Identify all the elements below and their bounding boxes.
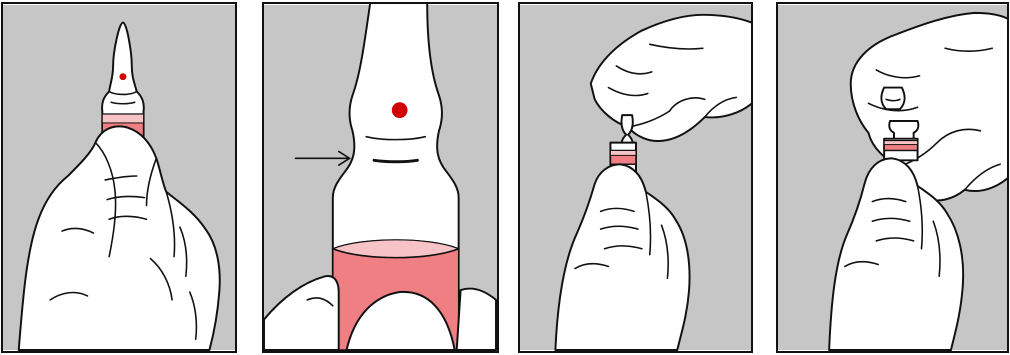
panel-4-drawing: [778, 4, 1007, 351]
panel-step-2: [262, 2, 499, 353]
panel-1-drawing: [3, 4, 235, 351]
panel-step-3: [518, 2, 753, 353]
panel-step-4: [776, 2, 1009, 353]
ampoule-tip-icon: [881, 88, 904, 110]
panel-step-1: [1, 2, 237, 353]
panel-2-drawing: [264, 4, 497, 351]
red-dot-marker: [119, 73, 126, 80]
red-dot-marker: [392, 102, 408, 118]
ampoule-icon: [884, 121, 918, 160]
panel-3-drawing: [520, 4, 751, 351]
